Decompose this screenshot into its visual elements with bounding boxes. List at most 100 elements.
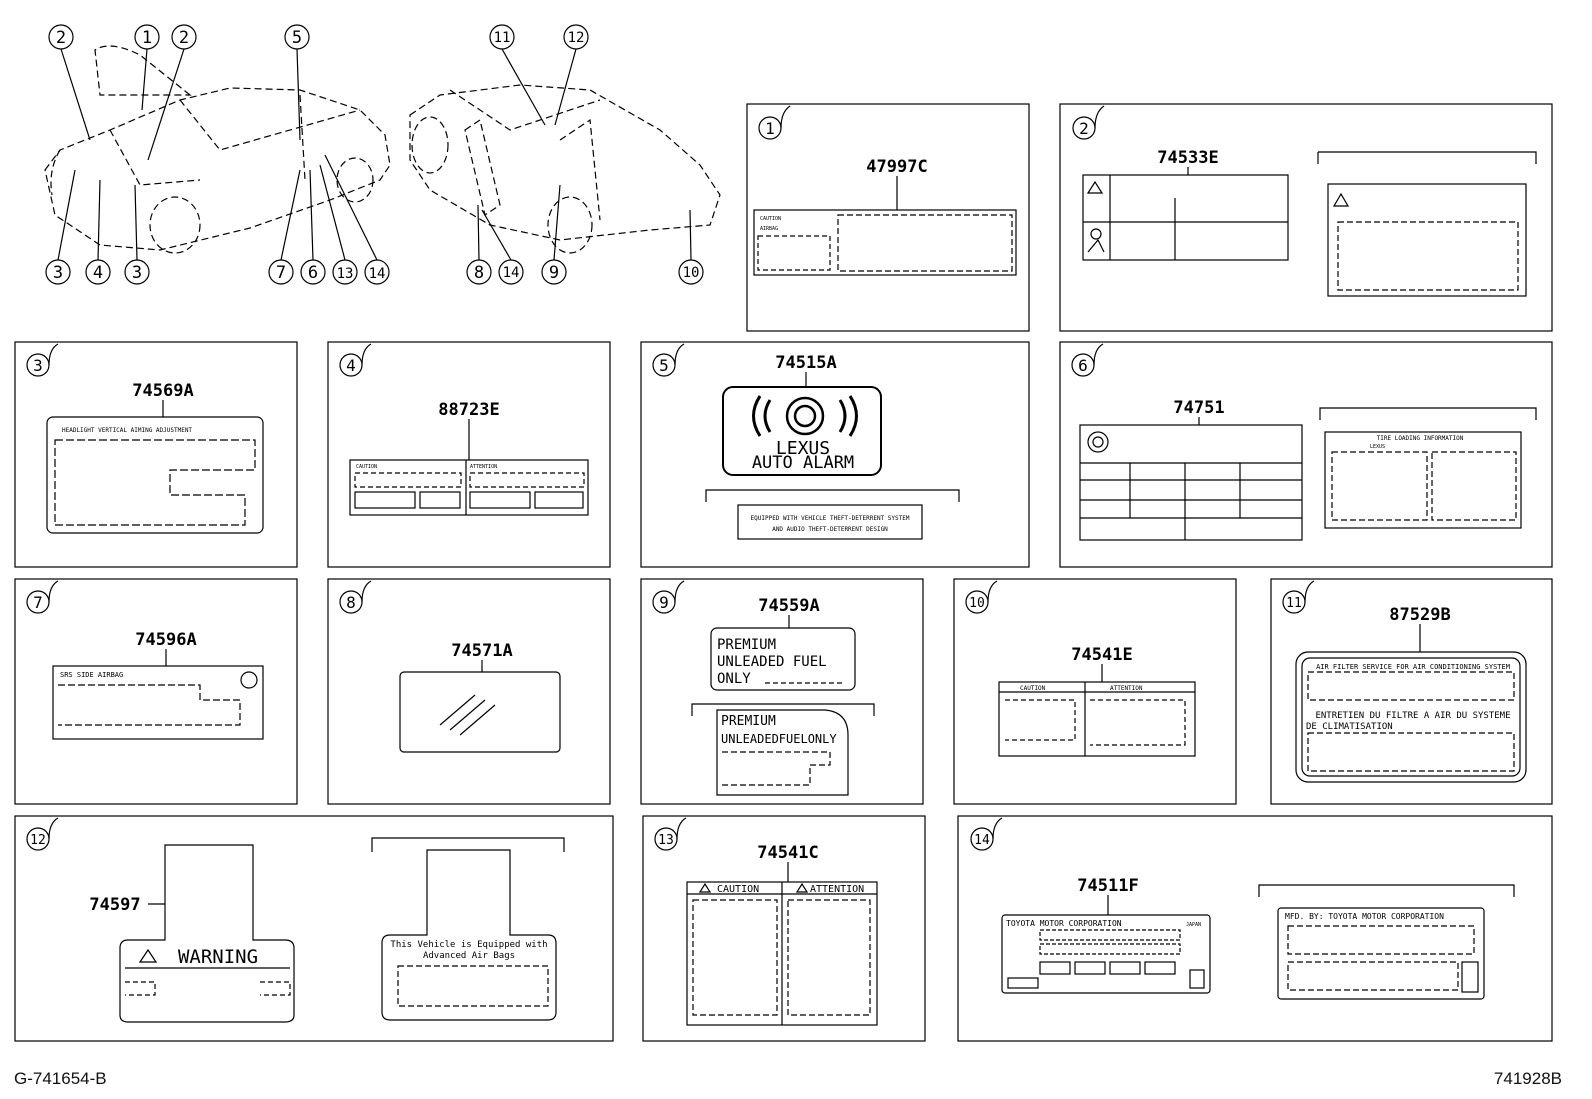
panel-1: 1 47997C CAUTION AIRBAG — [746, 103, 1030, 332]
svg-text:SRS SIDE AIRBAG: SRS SIDE AIRBAG — [60, 671, 123, 679]
callout-2b: 2 — [147, 24, 197, 161]
svg-text:12: 12 — [30, 833, 46, 848]
callout-12: 12 — [554, 24, 589, 126]
callout-10: 10 — [678, 209, 704, 285]
svg-text:PREMIUM: PREMIUM — [717, 637, 776, 653]
svg-text:3: 3 — [33, 356, 43, 375]
svg-text:TIRE LOADING INFORMATION: TIRE LOADING INFORMATION — [1377, 435, 1464, 442]
svg-text:13: 13 — [658, 833, 674, 848]
svg-text:6: 6 — [308, 263, 318, 283]
callout-4: 4 — [85, 179, 111, 285]
svg-text:HEADLIGHT VERTICAL AIMING ADJU: HEADLIGHT VERTICAL AIMING ADJUSTMENT — [62, 427, 192, 434]
svg-text:JAPAN: JAPAN — [1186, 922, 1201, 928]
svg-text:WARNING: WARNING — [178, 946, 258, 968]
panel-4: 4 88723E CAUTION ATTENTION — [327, 341, 611, 568]
svg-text:9: 9 — [549, 263, 559, 283]
svg-text:6: 6 — [1078, 356, 1088, 375]
callouts-rear-car: 11 12 8 14 9 10 — [466, 24, 704, 285]
callout-14b: 14 — [481, 209, 524, 285]
part-number: 74596A — [135, 630, 196, 650]
part-number: 88723E — [438, 400, 499, 420]
part-number: 74541E — [1071, 645, 1132, 665]
svg-text:3: 3 — [132, 263, 142, 283]
svg-text:CAUTION: CAUTION — [356, 464, 377, 470]
svg-text:13: 13 — [337, 266, 354, 282]
callout-3a: 3 — [45, 169, 76, 285]
svg-text:AIRBAG: AIRBAG — [760, 226, 778, 232]
callout-3b: 3 — [124, 184, 150, 285]
svg-text:14: 14 — [503, 265, 520, 281]
svg-text:1: 1 — [765, 119, 775, 138]
panel-5: 5 74515A LEXUS AUTO ALARM EQUIPPED WITH … — [640, 341, 1030, 568]
car-rear-view — [409, 84, 721, 254]
svg-text:ATTENTION: ATTENTION — [470, 464, 497, 470]
svg-text:AUTO ALARM: AUTO ALARM — [752, 453, 854, 473]
svg-text:8: 8 — [346, 593, 356, 612]
panel-2: 2 74533E — [1059, 103, 1553, 332]
callout-14: 14 — [324, 154, 390, 285]
panel-12: 12 74597 WARNING This Vehicle is Equippe… — [14, 815, 614, 1042]
svg-text:4: 4 — [93, 263, 103, 283]
svg-text:5: 5 — [659, 356, 669, 375]
svg-text:CAUTION: CAUTION — [717, 884, 759, 895]
part-number: 74571A — [451, 641, 512, 661]
svg-text:ONLY: ONLY — [717, 671, 751, 687]
callout-2a: 2 — [48, 24, 91, 141]
part-number: 74751 — [1173, 398, 1224, 418]
part-number: 74597 — [89, 895, 140, 915]
svg-text:UNLEADED FUEL: UNLEADED FUEL — [717, 654, 827, 670]
callout-5: 5 — [284, 24, 310, 141]
panel-11: 11 87529B AIR FILTER SERVICE FOR AIR CON… — [1270, 578, 1553, 805]
svg-text:11: 11 — [494, 30, 511, 46]
svg-text:ENTRETIEN DU FILTRE A AIR DU S: ENTRETIEN DU FILTRE A AIR DU SYSTEME — [1315, 711, 1510, 721]
svg-text:10: 10 — [969, 596, 985, 611]
panel-8: 8 74571A — [327, 578, 611, 805]
part-number: 74541C — [757, 843, 818, 863]
panel-7: 7 74596A SRS SIDE AIRBAG — [14, 578, 298, 805]
svg-text:14: 14 — [974, 833, 990, 848]
svg-text:CAUTION: CAUTION — [1020, 685, 1046, 692]
svg-text:3: 3 — [53, 263, 63, 283]
svg-text:PREMIUM: PREMIUM — [721, 714, 776, 729]
svg-text:This Vehicle is Equipped with: This Vehicle is Equipped with — [390, 940, 547, 950]
svg-text:14: 14 — [369, 266, 386, 282]
svg-text:AIR FILTER SERVICE FOR AIR CON: AIR FILTER SERVICE FOR AIR CONDITIONING … — [1316, 663, 1510, 671]
svg-text:Advanced Air Bags: Advanced Air Bags — [423, 951, 515, 961]
callout-8: 8 — [466, 204, 492, 285]
callout-6: 6 — [300, 169, 326, 285]
svg-text:ATTENTION: ATTENTION — [810, 884, 864, 895]
panel-3: 3 74569A HEADLIGHT VERTICAL AIMING ADJUS… — [14, 341, 298, 568]
part-number: 74533E — [1157, 148, 1218, 168]
callout-11: 11 — [489, 24, 546, 126]
svg-text:ATTENTION: ATTENTION — [1110, 685, 1143, 692]
panel-9: 9 74559A PREMIUM UNLEADED FUEL ONLY PREM… — [640, 578, 924, 805]
svg-text:8: 8 — [474, 263, 484, 283]
panel-13: 13 74541C CAUTION ATTENTION — [642, 815, 926, 1042]
svg-text:2: 2 — [1079, 119, 1089, 138]
svg-text:7: 7 — [33, 593, 43, 612]
svg-text:EQUIPPED WITH VEHICLE THEFT-DE: EQUIPPED WITH VEHICLE THEFT-DETERRENT SY… — [751, 515, 910, 522]
callout-13: 13 — [319, 164, 358, 285]
svg-text:9: 9 — [659, 593, 669, 612]
part-number: 74515A — [775, 353, 836, 373]
panel-10: 10 74541E CAUTION ATTENTION — [953, 578, 1237, 805]
part-number: 87529B — [1389, 605, 1450, 625]
svg-text:5: 5 — [292, 28, 302, 48]
svg-text:2: 2 — [179, 28, 189, 48]
callout-1: 1 — [134, 24, 160, 111]
svg-text:2: 2 — [56, 28, 66, 48]
part-number: 74569A — [132, 381, 193, 401]
part-number: 47997C — [866, 157, 927, 177]
svg-text:AND AUDIO THEFT-DETERRENT DESI: AND AUDIO THEFT-DETERRENT DESIGN — [772, 526, 888, 533]
callout-7: 7 — [268, 169, 301, 285]
callout-9: 9 — [541, 184, 567, 285]
svg-text:TOYOTA MOTOR CORPORATION: TOYOTA MOTOR CORPORATION — [1006, 919, 1122, 928]
panel-14: 14 74511F TOYOTA MOTOR CORPORATION JAPAN… — [957, 815, 1553, 1042]
part-number: 74511F — [1077, 876, 1138, 896]
svg-text:DE CLIMATISATION: DE CLIMATISATION — [1306, 722, 1393, 732]
svg-text:1: 1 — [142, 28, 152, 48]
svg-text:11: 11 — [1286, 596, 1302, 611]
drawing-id-left: G-741654-B — [14, 1069, 107, 1088]
drawing-id-right: 741928B — [1493, 1069, 1562, 1088]
